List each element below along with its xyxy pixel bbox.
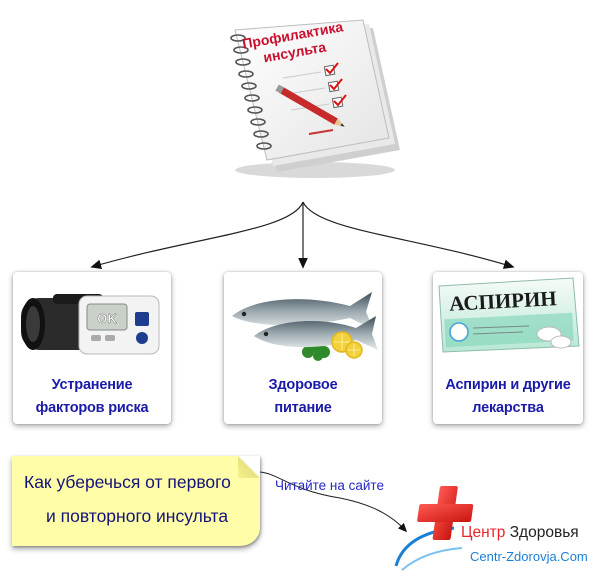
card-label-line1: Аспирин и другие bbox=[445, 377, 571, 393]
sticky-note-line1: Как уберечься от первого bbox=[24, 472, 231, 492]
card-aspirin[interactable]: АСПИРИН Аспирин и другие лекарства bbox=[433, 272, 583, 424]
connector-arrows bbox=[0, 190, 600, 280]
card-label-risk-factors: Устранение факторов риска bbox=[17, 374, 167, 420]
card-label-aspirin: Аспирин и другие лекарства bbox=[437, 374, 579, 420]
device-screen-text: OK bbox=[97, 311, 117, 326]
card-label-line2: лекарства bbox=[472, 400, 544, 416]
card-label-line2: питание bbox=[274, 400, 332, 416]
link-arrow bbox=[240, 470, 420, 545]
aspirin-pack-icon: АСПИРИН bbox=[433, 272, 583, 364]
logo-name-part2: Здоровья bbox=[509, 524, 579, 541]
read-on-site-link[interactable]: Читайте на сайте bbox=[275, 478, 384, 493]
fish-food-icon bbox=[224, 272, 382, 364]
aspirin-pack-title: АСПИРИН bbox=[449, 286, 558, 316]
card-label-line2: факторов риска bbox=[35, 400, 149, 416]
blood-pressure-monitor-icon: OK bbox=[13, 272, 171, 364]
card-label-healthy-food: Здоровое питание bbox=[228, 374, 378, 420]
sticky-note: Как уберечься от первого и повторного ин… bbox=[12, 456, 260, 546]
centr-zdorovja-logo-icon[interactable] bbox=[392, 480, 597, 575]
logo-url[interactable]: Centr-Zdorovja.Com bbox=[470, 549, 588, 564]
card-label-line1: Здоровое bbox=[268, 377, 338, 393]
notebook-illustration: Профилактика инсульта bbox=[205, 10, 405, 180]
card-healthy-food[interactable]: Здоровое питание bbox=[224, 272, 382, 424]
logo-name: Центр Здоровья bbox=[461, 524, 579, 542]
sticky-fold bbox=[238, 456, 260, 478]
card-label-line1: Устранение bbox=[51, 377, 133, 393]
sticky-note-line2: и повторного инсульта bbox=[46, 506, 229, 526]
logo-name-part1: Центр bbox=[461, 524, 506, 541]
card-risk-factors[interactable]: OK Устранение факторов риска bbox=[13, 272, 171, 424]
